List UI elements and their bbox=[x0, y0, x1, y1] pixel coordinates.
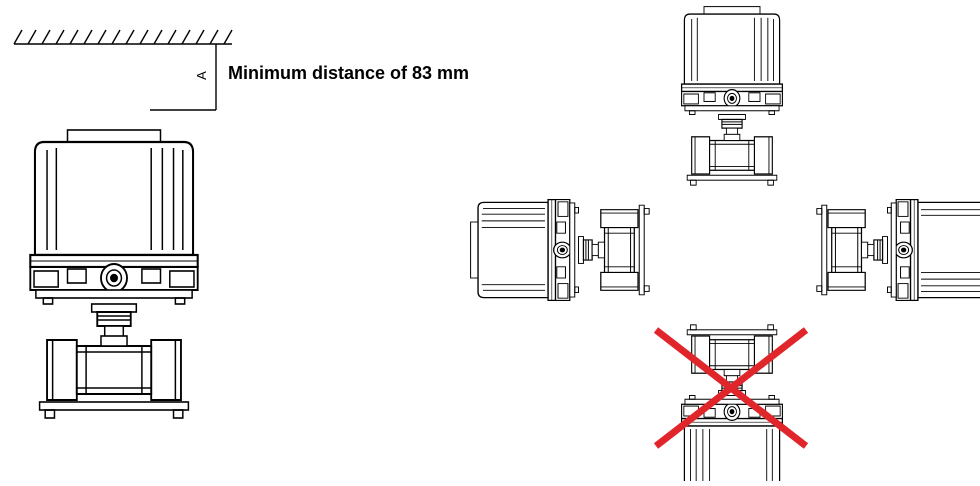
not-allowed-cross bbox=[653, 327, 809, 449]
ceiling-hatch bbox=[13, 29, 233, 45]
valve-bottom-figure bbox=[680, 324, 784, 486]
valve-left-figure bbox=[469, 198, 650, 302]
dimension-letter: A bbox=[193, 71, 209, 80]
dimension-a bbox=[150, 44, 217, 111]
main-valve-figure bbox=[29, 128, 199, 420]
valve-right-figure bbox=[816, 198, 980, 302]
distance-caption: Minimum distance of 83 mm bbox=[228, 63, 470, 83]
valve-top-figure bbox=[680, 5, 784, 186]
